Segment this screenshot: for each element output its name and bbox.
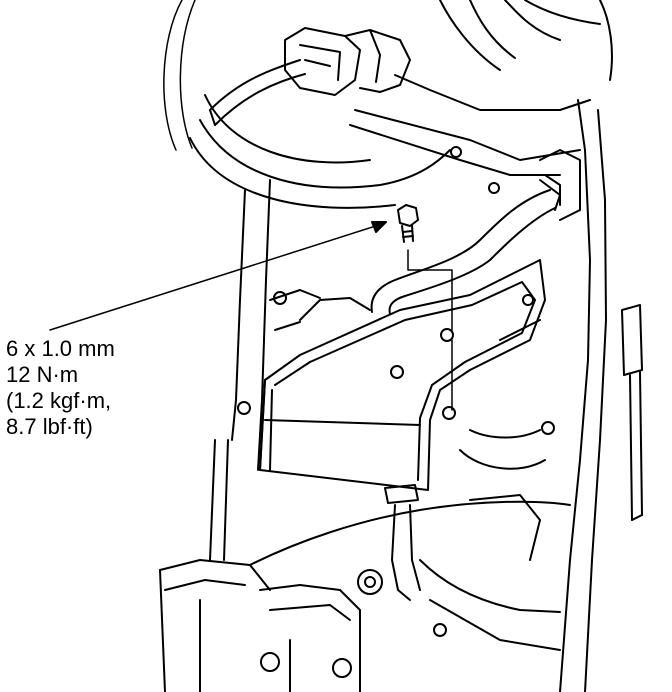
bracket-upper-arm xyxy=(350,75,590,193)
pulley-assembly xyxy=(164,0,450,208)
center-hose xyxy=(372,180,560,314)
bracket-lower-tab xyxy=(385,485,420,600)
bracket-plate xyxy=(260,260,545,490)
torque-lbf: 8.7 lbf·ft) xyxy=(6,414,93,439)
torque-kgf: (1.2 kgf·m, xyxy=(6,388,112,413)
bolt-spec-callout: 6 x 1.0 mm 12 N·m (1.2 kgf·m, 8.7 lbf·ft… xyxy=(6,336,196,440)
bolt-icon xyxy=(398,205,418,242)
left-frame xyxy=(210,180,270,560)
misc-details xyxy=(460,295,554,560)
frame-rail-right xyxy=(540,100,606,692)
leader-lines xyxy=(50,222,452,410)
bracket-left-arm xyxy=(270,290,370,330)
torque-nm: 12 N·m xyxy=(6,362,79,387)
detached-rod xyxy=(622,305,642,520)
bolt-size: 6 x 1.0 mm xyxy=(6,336,115,361)
lower-engine-block xyxy=(160,502,570,692)
upper-hose xyxy=(440,0,612,80)
upper-connector xyxy=(285,28,410,95)
wiring-harness-upper xyxy=(210,60,305,125)
